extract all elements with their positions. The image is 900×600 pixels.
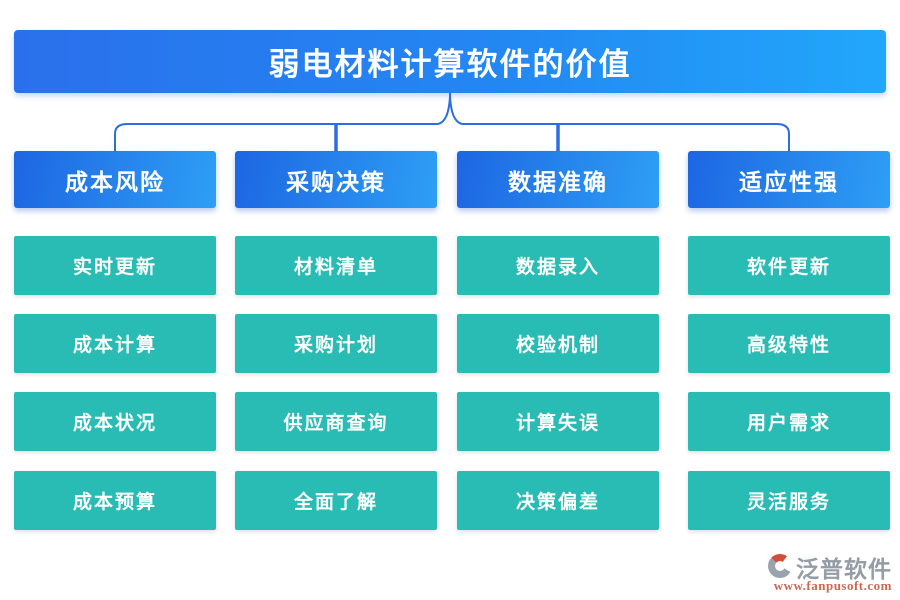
brand-url: www.fanpusoft.com bbox=[773, 578, 892, 593]
column-header-purchase-decision: 采购决策 bbox=[235, 151, 437, 208]
column-header-data-accuracy: 数据准确 bbox=[457, 151, 659, 208]
diagram-title: 弱电材料计算软件的价值 bbox=[14, 30, 886, 93]
column-data-accuracy: 数据准确 数据录入 校验机制 计算失误 决策偏差 bbox=[457, 151, 659, 531]
brand-name: 泛普软件 bbox=[796, 557, 892, 582]
node-purchase-plan: 采购计划 bbox=[235, 314, 437, 373]
node-flexible-service: 灵活服务 bbox=[688, 471, 890, 530]
node-validation-mechanism: 校验机制 bbox=[457, 314, 659, 373]
node-data-entry: 数据录入 bbox=[457, 236, 659, 295]
node-advanced-features: 高级特性 bbox=[688, 314, 890, 373]
node-software-update: 软件更新 bbox=[688, 236, 890, 295]
node-full-understanding: 全面了解 bbox=[235, 471, 437, 530]
column-header-adaptability: 适应性强 bbox=[688, 151, 890, 208]
column-purchase-decision: 采购决策 材料清单 采购计划 供应商查询 全面了解 bbox=[235, 151, 437, 531]
connector-spike bbox=[437, 96, 463, 125]
node-realtime-update: 实时更新 bbox=[14, 236, 216, 295]
connector-left-elbow bbox=[114, 123, 128, 151]
node-cost-status: 成本状况 bbox=[14, 392, 216, 451]
column-adaptability: 适应性强 软件更新 高级特性 用户需求 灵活服务 bbox=[688, 151, 890, 531]
connector-right-elbow bbox=[776, 123, 790, 151]
node-user-needs: 用户需求 bbox=[688, 392, 890, 451]
node-cost-budget: 成本预算 bbox=[14, 471, 216, 530]
column-cost-risk: 成本风险 实时更新 成本计算 成本状况 成本预算 bbox=[14, 151, 216, 531]
node-material-list: 材料清单 bbox=[235, 236, 437, 295]
node-supplier-query: 供应商查询 bbox=[235, 392, 437, 451]
fanpu-logo-icon bbox=[768, 554, 792, 578]
column-header-cost-risk: 成本风险 bbox=[14, 151, 216, 208]
node-calculation-error: 计算失误 bbox=[457, 392, 659, 451]
brand-footer: 泛普软件 www.fanpusoft.com bbox=[730, 550, 892, 594]
node-decision-deviation: 决策偏差 bbox=[457, 471, 659, 530]
node-cost-calculation: 成本计算 bbox=[14, 314, 216, 373]
